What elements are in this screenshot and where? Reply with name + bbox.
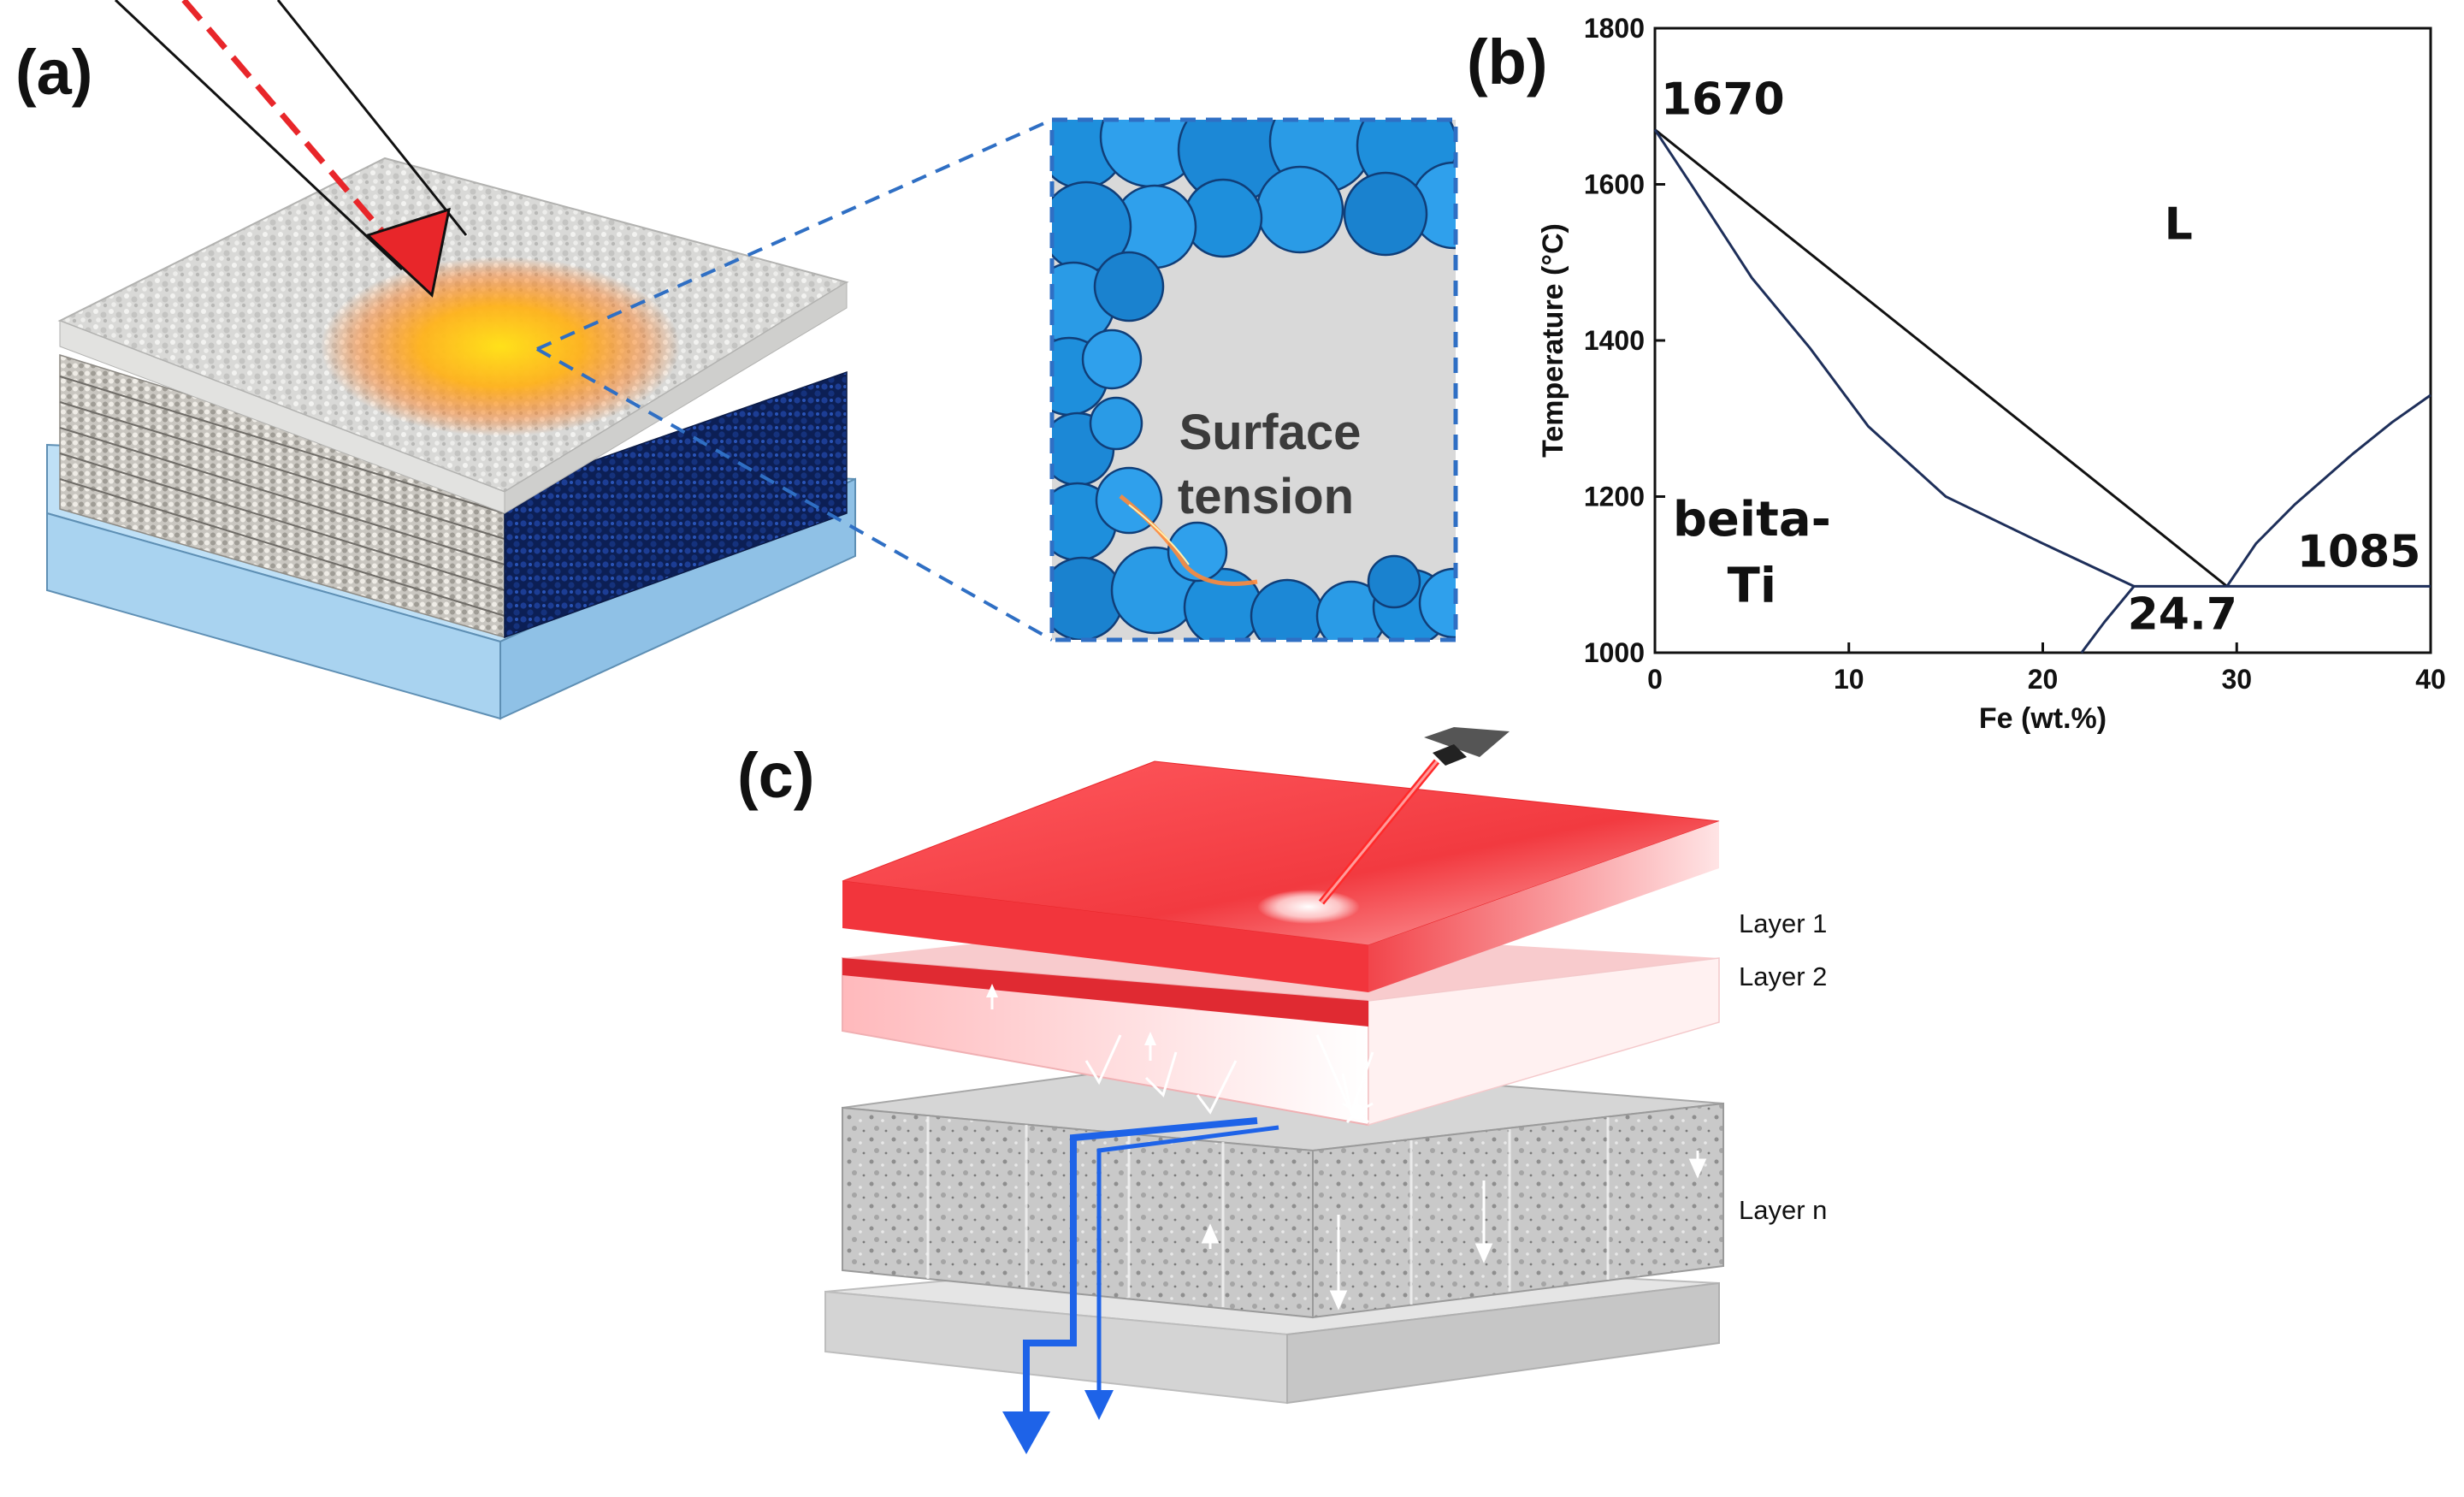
phase-diagram-chart: 0 10 20 30 40 1000 1200 1400 1600 1800 Fe (wt.%) Te… [1537,13,2446,735]
layer-2-small-arrows [986,984,1156,1061]
chart-annotation: 1085 [2297,527,2421,578]
y-tick-label: 1800 [1584,13,1645,44]
chart-annotation: Ti [1728,559,1776,614]
layer-2-label: Layer 2 [1739,962,1827,991]
chart-annotation: 1670 [1661,74,1785,125]
y-tick-label: 1200 [1584,482,1645,512]
crack-lines [1084,1034,1374,1116]
layer-1-slab [842,760,1720,992]
layer-1-label: Layer 1 [1739,908,1827,938]
panel-c: (c) [737,727,1827,1454]
chart-annotation: 24.7 [2128,589,2237,641]
powder-layer-stack [59,353,848,639]
chart-annotation: beita- [1673,492,1831,547]
layer-n-label: Layer n [1739,1195,1827,1225]
phase-boundary-line [1654,128,2228,588]
y-tick-label: 1600 [1584,169,1645,200]
heat-dissipation-arrows [1002,1117,1279,1454]
inset-particles [1052,120,1456,640]
x-tick-label: 10 [1834,664,1864,695]
panel-c-label: (c) [737,740,814,811]
heat-flow-small-arrows [1201,1151,1707,1311]
inset-text-tension: tension [1178,469,1354,524]
x-tick-label: 20 [2028,664,2059,695]
chart-annotation: L [2165,198,2193,250]
laser-beam [114,0,468,298]
phase-boundary-line [2080,584,2431,654]
x-tick-label: 40 [2415,664,2446,695]
inset-text-surface: Surface [1179,405,1362,460]
zoom-connector-lines [536,118,1053,642]
laser-source [1318,727,1510,905]
panel-b: (b) 0 10 20 30 40 1000 1200 1400 1600 1800 Fe (wt.… [1467,13,2446,735]
x-tick-label: 30 [2221,664,2252,695]
laser-arrowhead [365,207,451,298]
y-axis-title: Temperature (°C) [1537,223,1569,458]
surface-tension-inset: Surface tension [1049,117,1458,642]
spark-star [1342,1095,1374,1124]
panel-b-label: (b) [1467,27,1548,98]
x-tick-label: 0 [1647,664,1663,695]
laser-spot [1257,890,1360,924]
y-tick-label: 1400 [1584,325,1645,356]
y-tick-label: 1000 [1584,637,1645,668]
panel-a: (a) [15,0,1458,720]
panel-a-label: (a) [15,37,92,108]
phase-boundary-line [1653,128,2135,588]
x-axis-title: Fe (wt.%) [1979,702,2107,735]
melt-pool-glow [321,257,680,436]
phase-boundary-line [2225,393,2432,588]
